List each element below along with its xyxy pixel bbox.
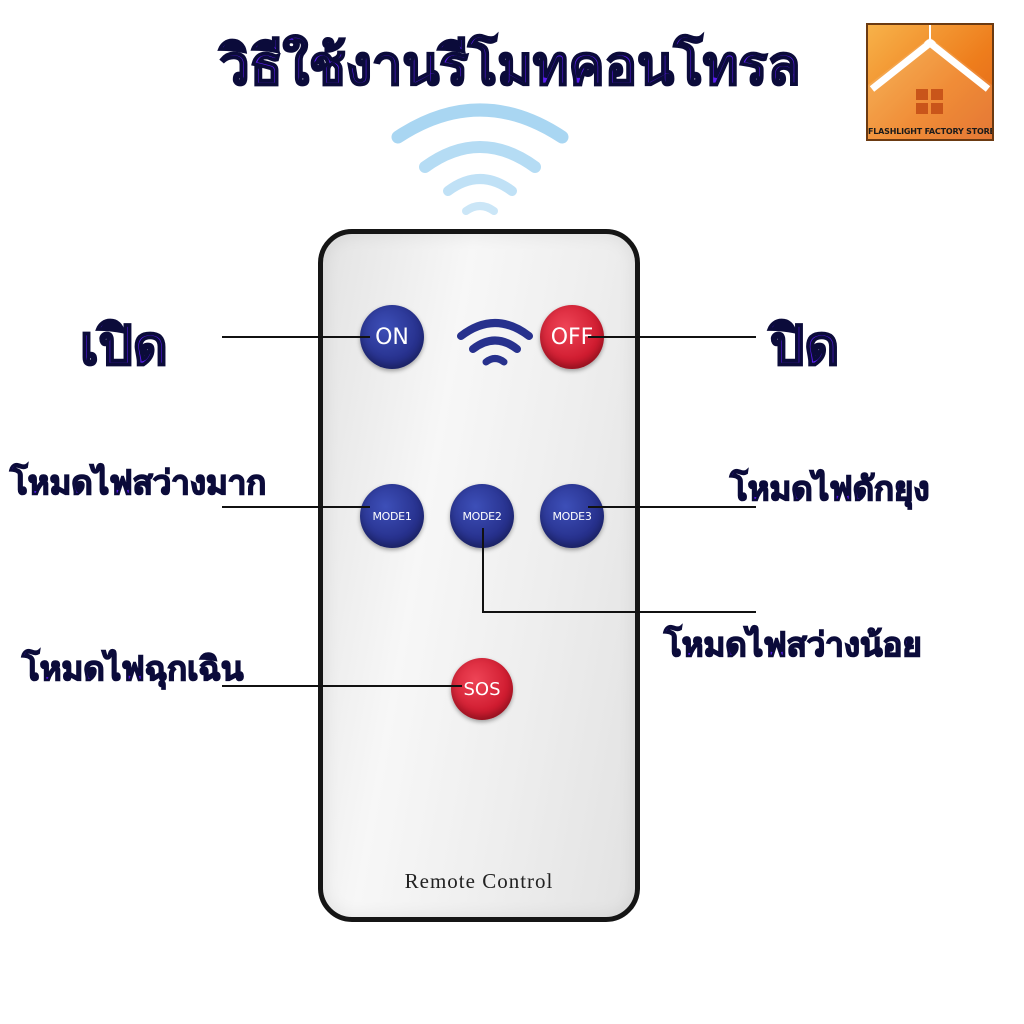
wifi-icon bbox=[457, 319, 533, 366]
house-icon bbox=[868, 25, 992, 139]
mode3-button[interactable]: MODE3 bbox=[540, 484, 604, 548]
mode2-callout-line-vertical bbox=[482, 528, 484, 613]
page-title: วิธีใช้งานรีโมทคอนโทรล bbox=[218, 33, 801, 98]
mode2-callout-line-horizontal bbox=[482, 611, 756, 613]
signal-waves-icon bbox=[391, 103, 569, 215]
off-label: ปิด bbox=[769, 313, 840, 378]
store-logo: FLASHLIGHT FACTORY STORE bbox=[866, 23, 994, 141]
on-callout-line bbox=[222, 336, 370, 338]
mode2-label: โหมดไฟสว่างน้อย bbox=[663, 624, 922, 665]
mode1-callout-line bbox=[222, 506, 370, 508]
remote-control: ON OFF MODE1 MODE2 MODE3 SOS Remote Cont… bbox=[318, 229, 640, 922]
mode3-callout-line bbox=[588, 506, 756, 508]
on-button[interactable]: ON bbox=[360, 305, 424, 369]
sos-callout-line bbox=[222, 685, 462, 687]
sos-button[interactable]: SOS bbox=[451, 658, 513, 720]
sos-label: โหมดไฟฉุกเฉิน bbox=[21, 648, 244, 689]
mode1-button[interactable]: MODE1 bbox=[360, 484, 424, 548]
remote-label: Remote Control bbox=[404, 869, 554, 893]
logo-text: FLASHLIGHT FACTORY STORE bbox=[868, 127, 994, 136]
mode1-label: โหมดไฟสว่างมาก bbox=[9, 462, 267, 503]
off-callout-line bbox=[588, 336, 756, 338]
mode3-label: โหมดไฟดักยุง bbox=[729, 468, 930, 509]
on-label: เปิด bbox=[79, 313, 169, 378]
